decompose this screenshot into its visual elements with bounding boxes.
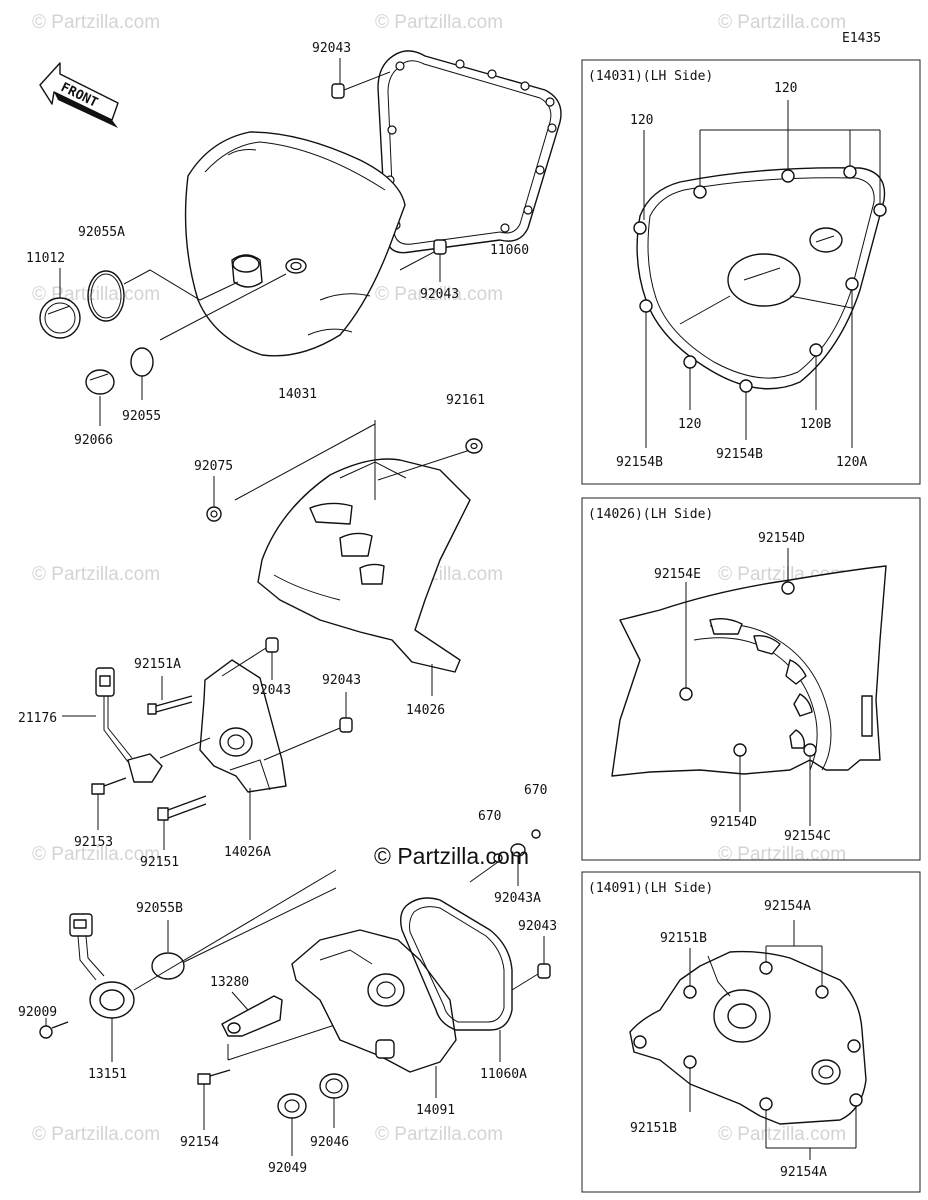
part-label: 92055A <box>78 225 125 240</box>
part-label: 21176 <box>18 711 57 726</box>
part-label: 92043 <box>518 919 557 934</box>
part-label: 92151A <box>134 657 181 672</box>
front-arrow: FRONT <box>39 62 119 128</box>
part-label: 13151 <box>88 1067 127 1082</box>
part-label: 92153 <box>74 835 113 850</box>
main-part-labels: 92043 11012 92055A 92043 11060 14031 920… <box>18 41 557 1176</box>
part-label: 11012 <box>26 251 65 266</box>
watermark: © Partzilla.com <box>718 12 846 33</box>
cover-14031 <box>184 131 406 357</box>
part-label: 92043 <box>420 287 459 302</box>
inset-header: (14091)(LH Side) <box>588 881 713 896</box>
part-label: 11060 <box>490 243 529 258</box>
part-label: 92055B <box>136 901 183 916</box>
inset-header: (14031)(LH Side) <box>588 69 713 84</box>
callout-label: 92154B <box>716 447 763 462</box>
watermark: © Partzilla.com <box>375 12 503 33</box>
callout-label: 92154D <box>710 815 757 830</box>
part-label: 670 <box>524 783 547 798</box>
bolt-92151A <box>147 676 193 715</box>
dowel-92043-mid <box>399 239 447 282</box>
watermark: © Partzilla.com <box>32 844 160 865</box>
part-label: 14026 <box>406 703 445 718</box>
watermark-layer: © Partzilla.com © Partzilla.com © Partzi… <box>32 12 846 1145</box>
washer-670 <box>469 829 541 886</box>
part-label: 92055 <box>122 409 161 424</box>
washer-92075 <box>206 476 222 522</box>
plug-11012 <box>39 268 81 339</box>
callout-label: 92151B <box>630 1121 677 1136</box>
part-label: 14026A <box>224 845 271 860</box>
callout-label: 92154B <box>616 455 663 470</box>
bracket-14026A <box>199 659 287 840</box>
part-label: 92075 <box>194 459 233 474</box>
callout-label: 92154D <box>758 531 805 546</box>
callout-label: 120A <box>836 455 867 470</box>
watermark: © Partzilla.com <box>32 564 160 585</box>
part-label: 92066 <box>74 433 113 448</box>
gasket-11060A <box>399 897 513 1062</box>
part-label: 92049 <box>268 1161 307 1176</box>
part-label: 92043 <box>322 673 361 688</box>
callout-label: 92154A <box>780 1165 827 1180</box>
callout-label: 120 <box>774 81 797 96</box>
part-label: 92043 <box>252 683 291 698</box>
callout-label: 92154E <box>654 567 701 582</box>
part-label: 11060A <box>480 1067 527 1082</box>
bearing-92046 <box>319 1073 349 1128</box>
cover-14091 <box>291 929 457 1098</box>
callout-label: 92151B <box>660 931 707 946</box>
gasket-11060 <box>377 50 562 254</box>
sensor-13151 <box>69 869 337 1062</box>
part-label: 92043 <box>312 41 351 56</box>
o-ring-92055A <box>87 269 239 322</box>
part-label: 92151 <box>140 855 179 870</box>
part-label: 670 <box>478 809 501 824</box>
cover-14026 <box>234 420 471 696</box>
dowel-92043-c <box>511 936 551 991</box>
dowel-92043-top <box>331 58 391 99</box>
bracket-13280 <box>221 991 351 1061</box>
part-label: 92046 <box>310 1135 349 1150</box>
inset-14026: (14026)(LH Side) 92154D 92154E 92154D 92… <box>581 497 921 861</box>
washer-92161 <box>465 438 483 454</box>
callout-label: 92154C <box>784 829 831 844</box>
plug-92066 <box>85 369 115 426</box>
watermark: © Partzilla.com <box>375 284 503 305</box>
part-label: 14031 <box>278 387 317 402</box>
sensor-21176 <box>62 667 211 783</box>
inset-14031: (14031)(LH Side) 120 120 120 120B 120A 9… <box>581 59 921 485</box>
watermark: © Partzilla.com <box>718 1124 846 1145</box>
part-label: 14091 <box>416 1103 455 1118</box>
o-ring-92055 <box>130 273 287 400</box>
part-label: 13280 <box>210 975 249 990</box>
watermark: © Partzilla.com <box>32 12 160 33</box>
seal-92049 <box>277 1093 307 1156</box>
part-label: 92154 <box>180 1135 219 1150</box>
bolt-92009 <box>39 1018 69 1039</box>
callout-label: 120 <box>678 417 701 432</box>
brand-stamp: © Partzilla.com <box>374 843 529 869</box>
o-ring-92055B <box>151 887 337 980</box>
watermark: © Partzilla.com <box>32 1124 160 1145</box>
watermark: © Partzilla.com <box>375 1124 503 1145</box>
inset-14091: (14091)(LH Side) 92154A 92151B 92151B 92… <box>581 871 921 1193</box>
bolt-92154 <box>197 1069 231 1130</box>
part-label: 92161 <box>446 393 485 408</box>
dowel-92043-b1 <box>221 637 279 680</box>
diagram-code: E1435 <box>842 31 881 46</box>
callout-label: 92154A <box>764 899 811 914</box>
inset-header: (14026)(LH Side) <box>588 507 713 522</box>
part-label: 92043A <box>494 891 541 906</box>
callout-label: 120 <box>630 113 653 128</box>
part-label: 92009 <box>18 1005 57 1020</box>
callout-label: 120B <box>800 417 831 432</box>
bolt-92153 <box>91 777 127 830</box>
watermark: © Partzilla.com <box>718 844 846 865</box>
bolt-92151 <box>157 795 207 850</box>
dowel-92043-b2 <box>263 692 353 761</box>
